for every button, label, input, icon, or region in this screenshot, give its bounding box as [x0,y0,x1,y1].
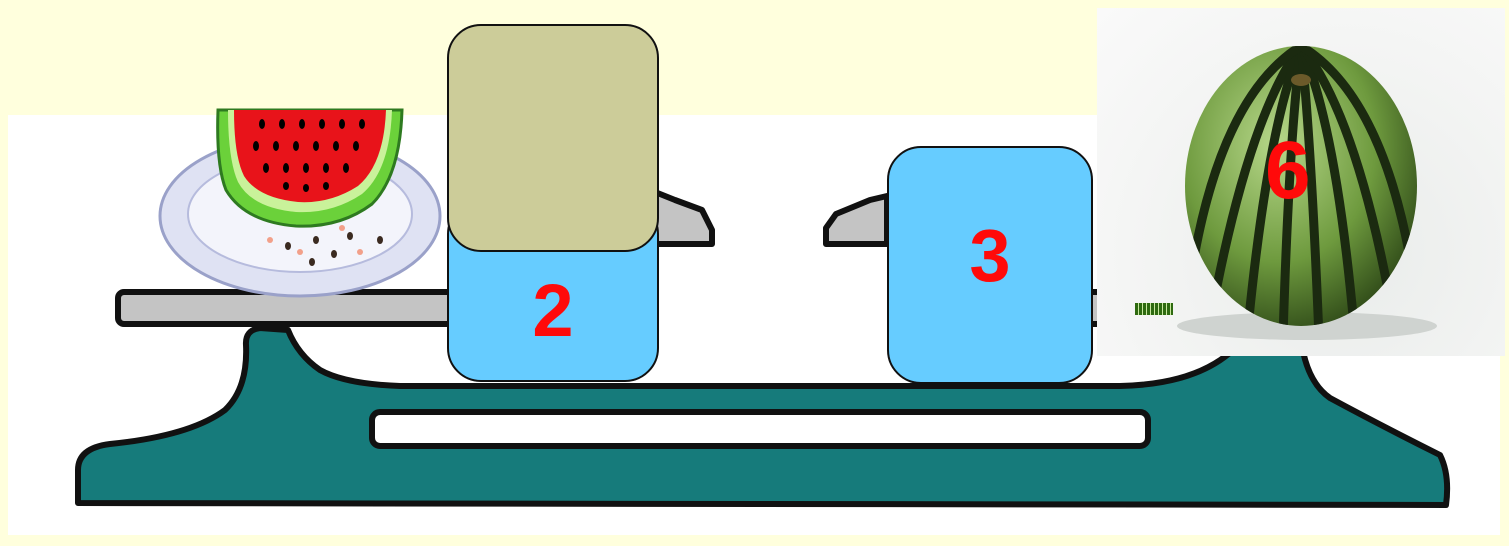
weight-label-2: 2 [532,269,574,352]
melon-weight-label: 6 [1265,125,1311,216]
weight-block-unknown[interactable] [447,24,659,252]
watermelon-slice-icon [158,108,442,298]
left-pan-top [652,189,715,247]
whole-watermelon-icon [1177,46,1437,340]
right-pan-top [823,193,890,247]
scale-slot [369,409,1151,449]
barcode-icon [1135,303,1173,315]
weight-label-3: 3 [969,214,1011,297]
whole-watermelon-photo[interactable] [1097,8,1505,356]
weight-block-3[interactable]: 3 [887,146,1093,384]
